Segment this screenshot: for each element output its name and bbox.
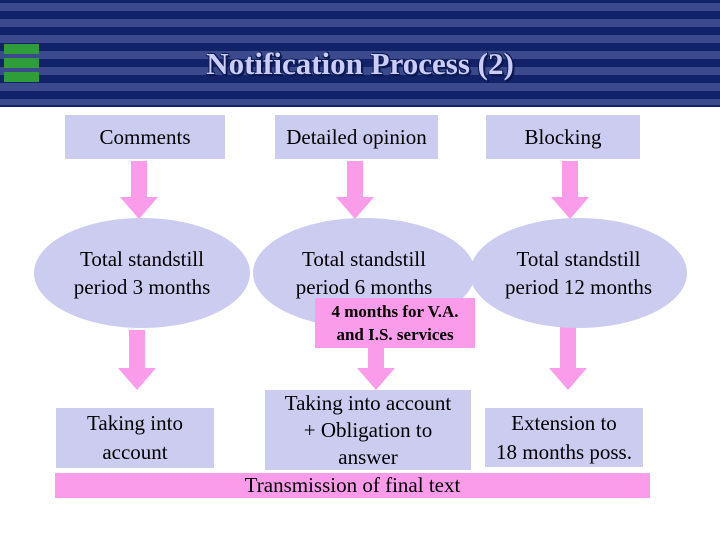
arrow-shaft	[560, 327, 576, 368]
outcome-line: answer	[338, 444, 398, 469]
extension-18-months-box: Extension to 18 months poss.	[485, 408, 643, 467]
outcome-line: Extension to	[511, 410, 617, 435]
standstill-line: Total standstill	[80, 247, 204, 271]
arrow-head	[336, 197, 374, 219]
slide-header-band	[0, 0, 720, 107]
arrow-shaft	[131, 161, 147, 197]
transmission-label: Transmission of final text	[244, 473, 461, 497]
taking-into-account-box: Taking into account	[56, 408, 214, 468]
comments-header-box: Comments	[65, 115, 225, 159]
down-arrow-icon	[551, 161, 589, 219]
blocking-label: Blocking	[524, 124, 602, 149]
taking-into-account-obligation-box: Taking into account + Obligation to answ…	[265, 390, 471, 470]
outcome-line: 18 months poss.	[496, 439, 632, 464]
down-arrow-icon	[118, 330, 156, 390]
detailed-opinion-header-box: Detailed opinion	[275, 115, 438, 159]
outcome-line: Taking into account	[284, 390, 452, 415]
comments-label: Comments	[99, 124, 191, 149]
arrow-head	[120, 197, 158, 219]
outcome-line: account	[102, 440, 168, 464]
down-arrow-icon	[336, 161, 374, 219]
green-accent-bar	[4, 44, 39, 54]
slide-title: Notification Process (2)	[206, 46, 514, 81]
standstill-line: Total standstill	[302, 247, 426, 271]
down-arrow-icon	[357, 348, 395, 390]
blocking-header-box: Blocking	[486, 115, 640, 159]
arrow-shaft	[129, 330, 145, 368]
arrow-shaft	[562, 161, 578, 197]
standstill-3-months-ellipse: Total standstill period 3 months	[34, 218, 250, 328]
standstill-12-months-ellipse: Total standstill period 12 months	[470, 218, 687, 328]
green-accent-bar	[4, 72, 39, 82]
arrow-head	[549, 368, 587, 390]
standstill-line: period 3 months	[73, 275, 211, 299]
arrow-shaft	[368, 348, 384, 368]
standstill-line: period 6 months	[295, 275, 433, 299]
outcome-line: + Obligation to	[303, 417, 433, 442]
standstill-line: period 12 months	[505, 275, 652, 299]
note-line: and I.S. services	[336, 325, 454, 344]
green-accent-bar	[4, 58, 39, 68]
down-arrow-icon	[120, 161, 158, 219]
four-months-note-box: 4 months for V.A. and I.S. services	[315, 298, 475, 348]
transmission-final-text-bar: Transmission of final text	[55, 473, 650, 498]
detailed-opinion-label: Detailed opinion	[286, 124, 427, 149]
note-line: 4 months for V.A.	[331, 302, 459, 321]
standstill-line: Total standstill	[516, 247, 641, 271]
arrow-head	[118, 368, 156, 390]
down-arrow-icon	[549, 327, 587, 390]
arrow-head	[551, 197, 589, 219]
arrow-shaft	[347, 161, 363, 197]
outcome-line: Taking into	[87, 411, 183, 435]
arrow-head	[357, 368, 395, 390]
